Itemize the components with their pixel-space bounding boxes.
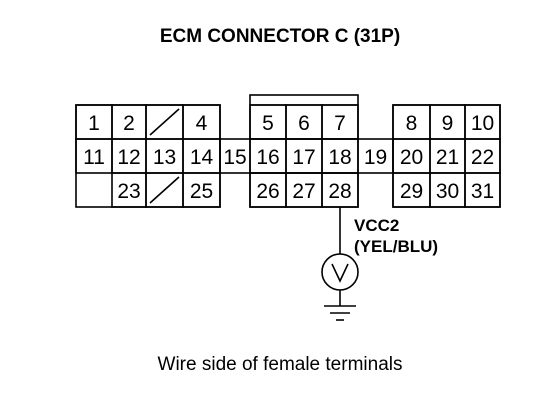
terminal-28: 28 xyxy=(328,180,351,203)
terminal-8: 8 xyxy=(406,112,418,135)
diagram-title: ECM CONNECTOR C (31P) xyxy=(159,26,401,47)
terminal-2: 2 xyxy=(123,112,135,135)
terminal-30: 30 xyxy=(436,180,459,203)
terminal-12: 12 xyxy=(117,146,140,169)
terminal-31: 31 xyxy=(471,180,494,203)
terminal-15: 15 xyxy=(223,146,246,169)
terminal-22: 22 xyxy=(471,146,494,169)
terminal-13: 13 xyxy=(153,146,176,169)
terminal-cell xyxy=(321,172,359,208)
terminal-23: 23 xyxy=(117,180,140,203)
diagram-caption: Wire side of female terminals xyxy=(157,354,403,375)
terminal-9: 9 xyxy=(442,112,454,135)
terminal-25: 25 xyxy=(190,180,213,203)
terminal-21: 21 xyxy=(436,146,459,169)
terminal-29: 29 xyxy=(400,180,423,203)
wire-name-label: VCC2 xyxy=(354,216,399,235)
terminal-11: 11 xyxy=(83,146,105,169)
terminal-19: 19 xyxy=(364,146,387,169)
terminal-cell xyxy=(182,172,221,208)
terminal-14: 14 xyxy=(190,146,214,169)
terminal-7: 7 xyxy=(334,112,346,135)
terminal-6: 6 xyxy=(298,112,310,135)
terminal-27: 27 xyxy=(292,180,315,203)
empty-cavity-slash xyxy=(149,108,180,136)
terminal-4: 4 xyxy=(196,112,208,135)
terminal-10: 10 xyxy=(471,112,494,135)
terminal-16: 16 xyxy=(256,146,279,169)
terminal-18: 18 xyxy=(328,146,351,169)
wire-color-label: (YEL/BLU) xyxy=(354,237,438,256)
voltmeter-icon xyxy=(321,253,359,291)
terminal-cell xyxy=(464,172,501,208)
terminal-1: 1 xyxy=(88,112,100,135)
ground-icon xyxy=(324,305,356,321)
terminal-26: 26 xyxy=(256,180,279,203)
terminal-5: 5 xyxy=(262,112,274,135)
empty-cavity-slash xyxy=(149,176,180,204)
terminal-20: 20 xyxy=(400,146,423,169)
terminal-17: 17 xyxy=(292,146,315,169)
